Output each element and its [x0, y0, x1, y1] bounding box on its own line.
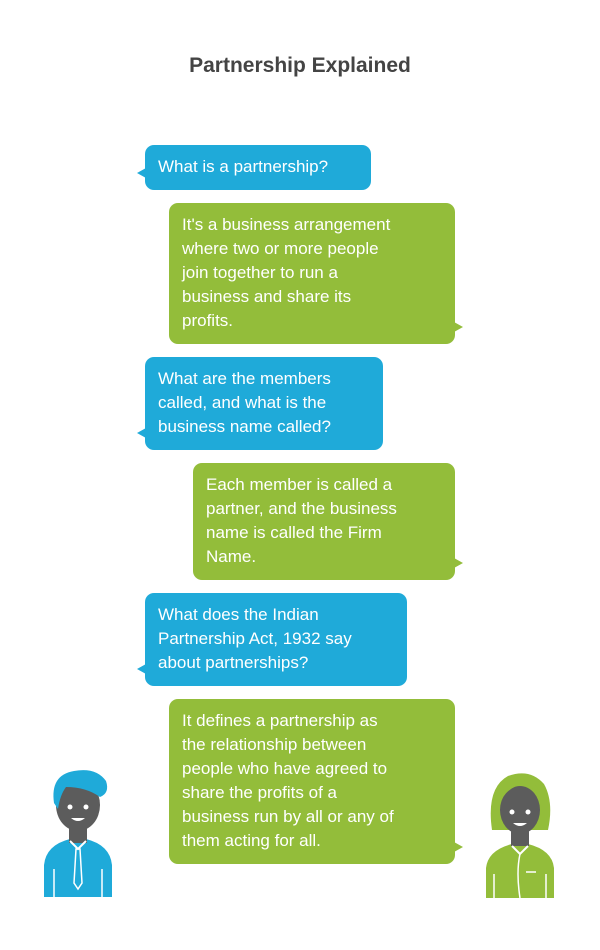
answer-bubble-3: It defines a partnership as the relation… — [169, 699, 463, 864]
question-bubble-3: What does the Indian Partnership Act, 19… — [137, 593, 407, 686]
answer-bubble-1: It's a business arrangement where two or… — [169, 203, 463, 344]
woman-avatar-icon — [486, 773, 554, 898]
man-avatar-icon — [44, 770, 112, 897]
answer-bubble-2: Each member is called a partner, and the… — [193, 463, 463, 580]
question-bubble-2: What are the members called, and what is… — [137, 357, 383, 450]
question-bubble-1: What is a partnership? — [137, 145, 371, 190]
page-title: Partnership Explained — [189, 54, 411, 77]
